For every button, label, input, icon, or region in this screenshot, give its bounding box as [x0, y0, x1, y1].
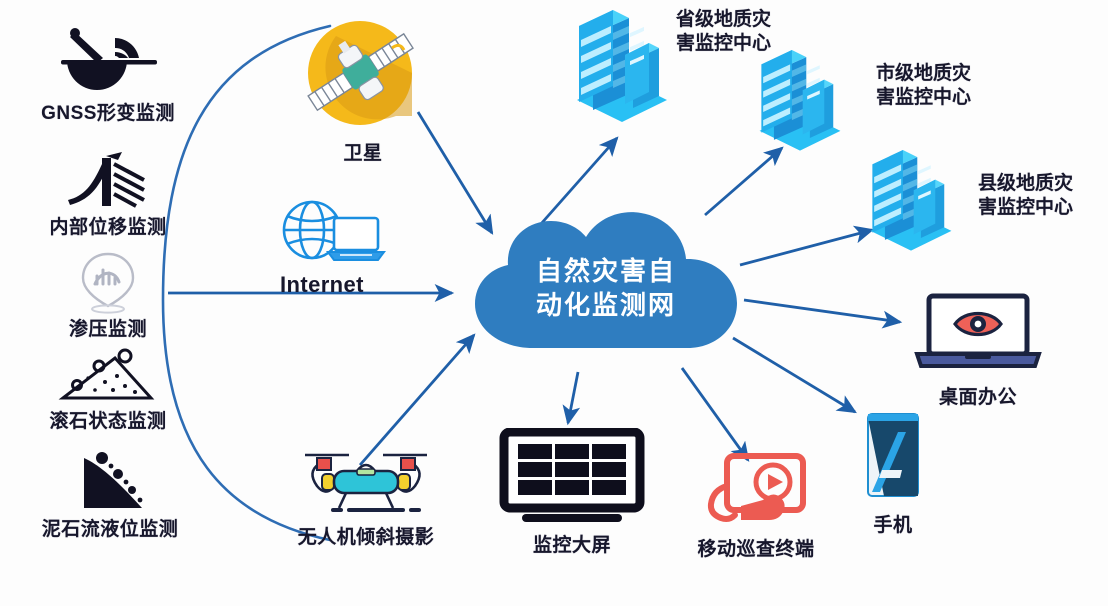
- center-province[interactable]: [562, 8, 682, 135]
- terminal-mobile[interactable]: 手机: [838, 410, 948, 537]
- globe-laptop-icon: [274, 198, 392, 275]
- sensor-gnss[interactable]: GNSS形变监测: [18, 22, 198, 125]
- terminal-desktop-label: 桌面办公: [938, 387, 1017, 408]
- sensor-rockfall-label: 滚石状态监测: [49, 411, 167, 432]
- tablet-play-icon: [701, 450, 811, 535]
- terminal-mobile-label: 手机: [873, 515, 913, 536]
- center-cloud[interactable]: 自然灾害自 动化监测网: [461, 208, 751, 368]
- source-drone-label: 无人机倾斜摄影: [297, 527, 435, 548]
- smartphone-icon: [862, 410, 924, 507]
- center-county[interactable]: [858, 148, 964, 263]
- sensor-gnss-label: GNSS形变监测: [41, 103, 175, 124]
- center-county-label: 县级地质灾 害监控中心: [978, 173, 1074, 218]
- source-satellite[interactable]: 卫星: [283, 18, 443, 165]
- arrow-cloud-to-desktop: [743, 298, 903, 329]
- sensor-seepage-pressure-label: 渗压监测: [68, 319, 147, 340]
- source-drone[interactable]: 无人机倾斜摄影: [268, 438, 464, 549]
- sensor-rockfall[interactable]: 滚石状态监测: [20, 348, 196, 433]
- drone-icon: [291, 438, 441, 521]
- arrow-cloud-to-bigscreen: [562, 371, 581, 426]
- terminal-bigscreen-label: 监控大屏: [532, 535, 611, 556]
- center-city-label: 市级地质灾 害监控中心: [876, 63, 972, 108]
- terminal-desktop[interactable]: 桌面办公: [898, 292, 1058, 409]
- arrow-cloud-to-county: [739, 225, 875, 267]
- laptop-eye-icon: [913, 292, 1043, 379]
- center-province-label: 省级地质灾 害监控中心: [676, 9, 772, 54]
- satellite-dish-icon: [53, 22, 163, 103]
- cloud-shape: [475, 212, 737, 348]
- office-building-icon: [747, 48, 853, 163]
- office-building-icon: [563, 8, 681, 135]
- slope-gauge-icon: [58, 150, 158, 217]
- sensor-debris-flow[interactable]: 泥石流液位监测: [12, 448, 208, 541]
- source-satellite-label: 卫星: [343, 143, 383, 164]
- video-wall-icon: [498, 427, 646, 529]
- sensor-internal-displacement-label: 内部位移监测: [49, 217, 167, 238]
- sensor-seepage-pressure[interactable]: 渗压监测: [20, 248, 196, 341]
- sensor-internal-displacement[interactable]: 内部位移监测: [20, 150, 196, 239]
- arrow-cloud-to-patrol: [680, 367, 750, 462]
- office-building-icon: [858, 148, 964, 263]
- terminal-patrol[interactable]: 移动巡查终端: [676, 450, 836, 561]
- center-city[interactable]: [747, 48, 853, 163]
- rockfall-slope-icon: [55, 348, 161, 411]
- source-internet-label: Internet: [280, 272, 364, 297]
- terminal-bigscreen[interactable]: 监控大屏: [492, 427, 652, 557]
- terminal-patrol-label: 移动巡查终端: [697, 539, 815, 560]
- arrow-cloud-to-mobile: [732, 336, 857, 414]
- debris-flow-icon: [64, 448, 156, 519]
- satellite-icon: [288, 18, 438, 141]
- pressure-pin-icon: [71, 248, 145, 319]
- sensor-debris-flow-label: 泥石流液位监测: [41, 519, 179, 540]
- eye-icon: [953, 311, 1003, 337]
- source-internet[interactable]: [268, 198, 398, 275]
